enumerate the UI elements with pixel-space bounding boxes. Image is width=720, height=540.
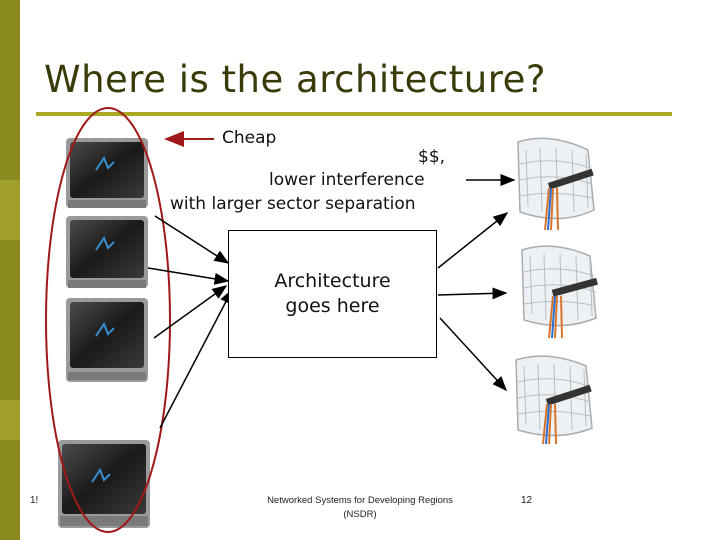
- sector-separation-label: with larger sector separation: [170, 194, 416, 214]
- grid-antenna-3: [516, 356, 592, 444]
- architecture-box-text: Architecture goes here: [243, 269, 423, 319]
- footer-date: 1!: [30, 495, 38, 506]
- wifi-card-1: [66, 138, 148, 208]
- card-arrow-2: [148, 268, 228, 281]
- cheap-label: Cheap: [222, 128, 276, 148]
- grid-antenna-1: [518, 138, 594, 230]
- antenna-arrow-2: [438, 293, 506, 295]
- card-arrow-3: [154, 286, 226, 338]
- architecture-box: Architecture goes here: [228, 230, 437, 358]
- footer-course-title: Networked Systems for Developing Regions…: [255, 494, 465, 522]
- grid-antenna-2: [522, 246, 598, 338]
- wifi-card-4: [58, 440, 150, 528]
- wifi-card-2: [66, 216, 148, 288]
- antenna-arrow-1: [438, 213, 507, 268]
- cost-label: $$,: [418, 147, 445, 167]
- interference-label: lower interference: [269, 170, 425, 190]
- page-number: 12: [521, 495, 532, 506]
- antenna-arrow-3: [440, 318, 506, 390]
- wifi-card-3: [66, 298, 148, 382]
